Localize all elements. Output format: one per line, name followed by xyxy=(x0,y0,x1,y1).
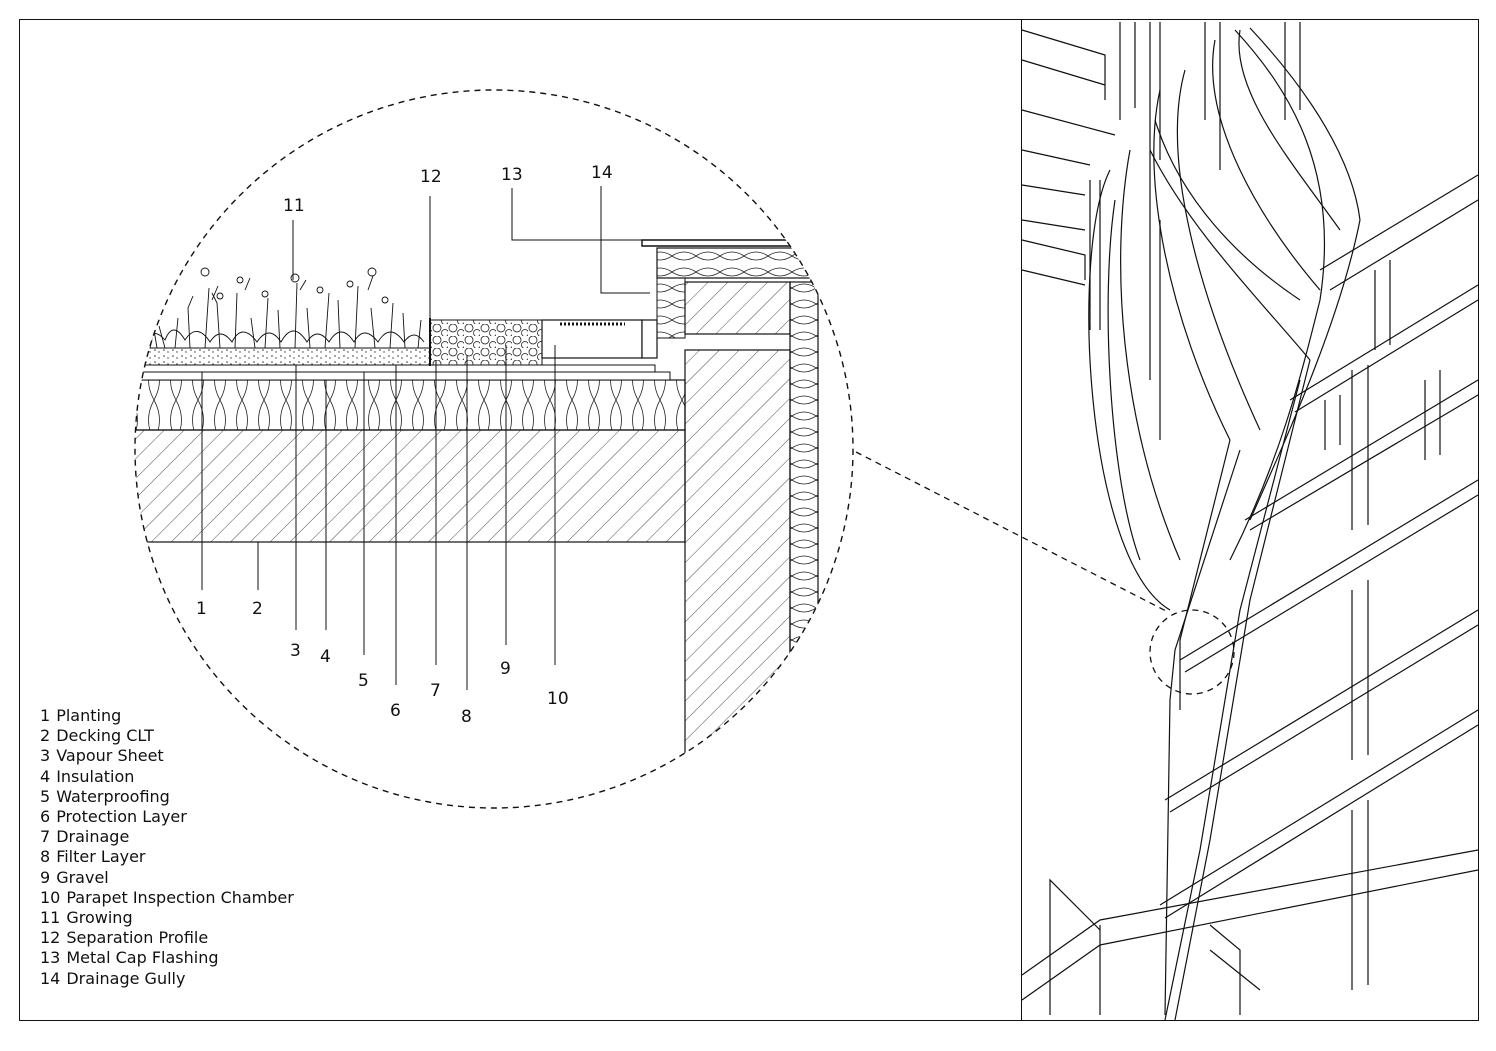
callout-6: 6 xyxy=(390,701,401,721)
vegetation xyxy=(139,267,425,349)
cap-insulation xyxy=(656,247,818,279)
connector-line xyxy=(855,451,1169,613)
roof-insulation xyxy=(135,379,686,431)
callout-11: 11 xyxy=(283,196,305,216)
wall-insulation xyxy=(789,281,819,808)
sheet-border xyxy=(19,19,1479,1021)
parapet xyxy=(684,281,791,335)
callout-13: 13 xyxy=(501,165,523,185)
leader-lines xyxy=(201,186,650,690)
facade-highlight-circle xyxy=(1149,609,1235,695)
growing-medium xyxy=(135,347,431,366)
callout-14: 14 xyxy=(591,163,613,183)
clt-deck xyxy=(135,429,686,543)
callout-3: 3 xyxy=(290,641,301,661)
inspection-chamber xyxy=(541,319,643,359)
facade-isometric xyxy=(1021,22,1479,1021)
callout-9: 9 xyxy=(500,659,511,679)
callout-7: 7 xyxy=(430,681,441,701)
callout-10: 10 xyxy=(547,689,569,709)
wall xyxy=(684,349,791,808)
panel-divider xyxy=(1021,19,1022,1021)
gravel xyxy=(429,319,543,366)
magnifier-circle xyxy=(134,89,854,809)
callout-2: 2 xyxy=(252,599,263,619)
parapet-insulation xyxy=(656,277,686,339)
callout-1: 1 xyxy=(196,599,207,619)
callout-4: 4 xyxy=(320,647,331,667)
callout-12: 12 xyxy=(420,167,442,187)
callout-5: 5 xyxy=(358,671,369,691)
callout-8: 8 xyxy=(461,707,472,727)
